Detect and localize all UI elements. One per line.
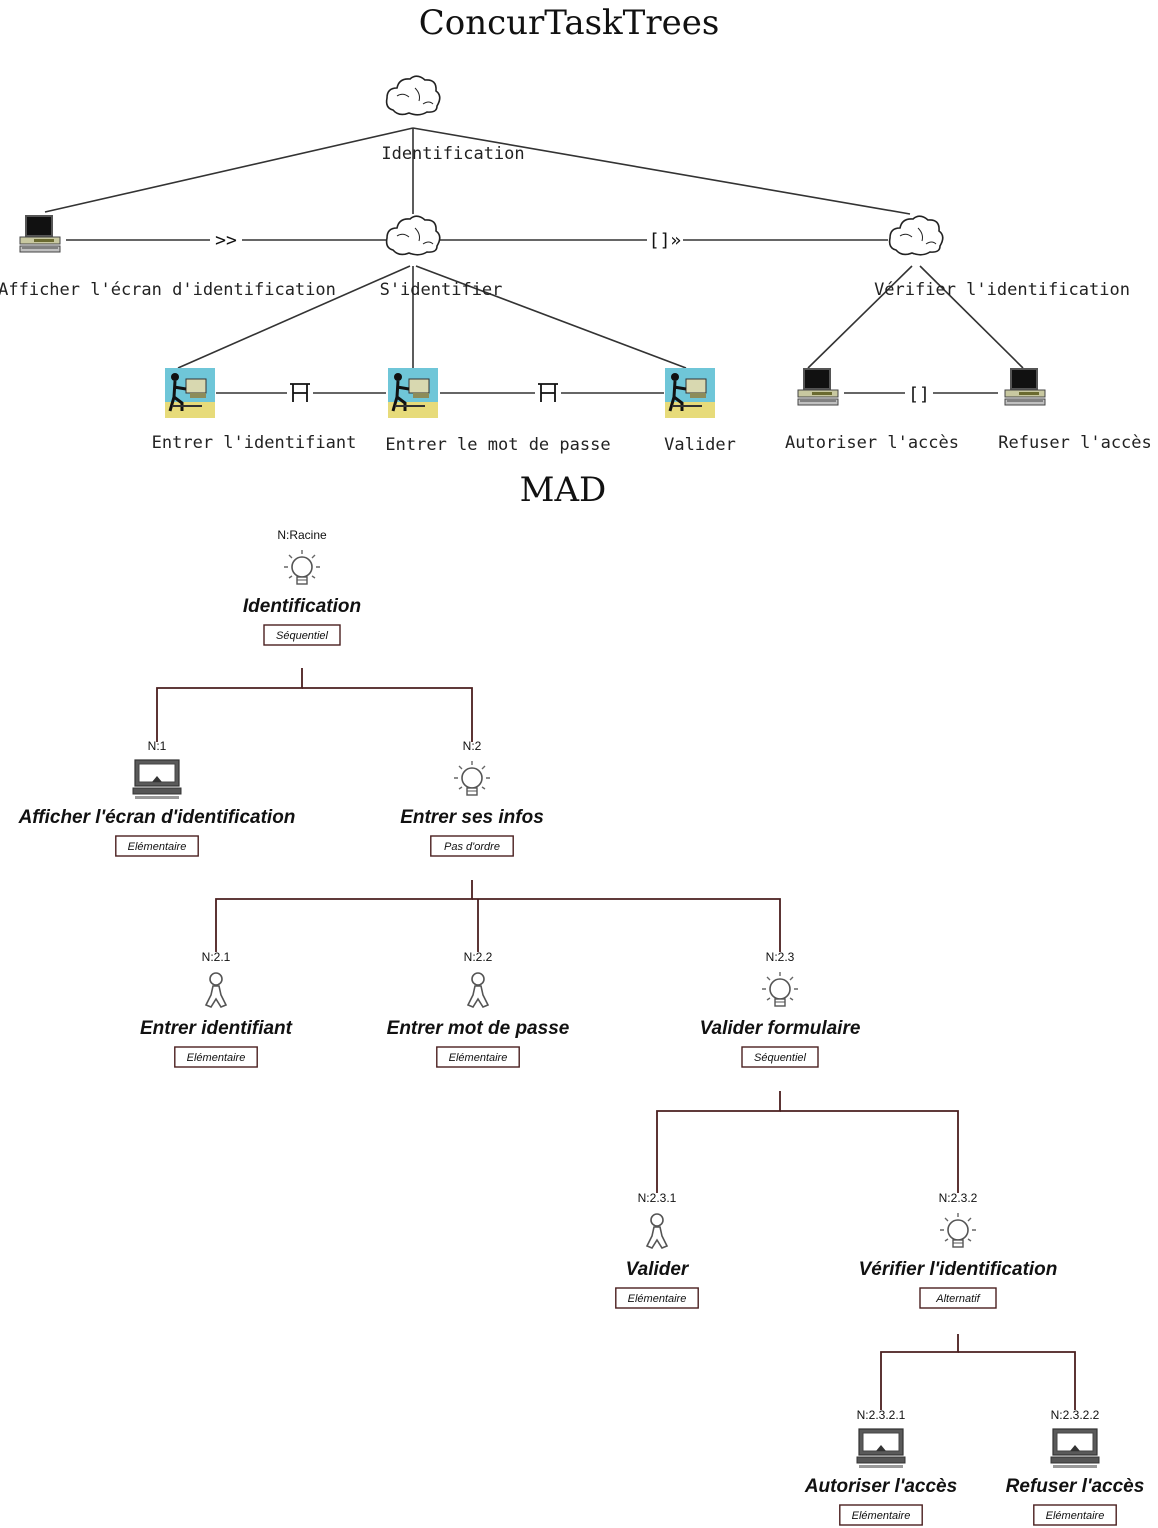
- mad-task-name: Entrer identifiant: [140, 1018, 293, 1039]
- ctt-task-label: Entrer le mot de passe: [385, 435, 610, 455]
- ctt-task-label: Vérifier l'identification: [874, 280, 1130, 300]
- computer-icon: [1004, 368, 1046, 406]
- mad-connector: [958, 1351, 1076, 1410]
- mad-task-type: Elémentaire: [128, 841, 187, 853]
- cloud-icon: [888, 215, 944, 256]
- mad-task-name: Autoriser l'accès: [804, 1476, 957, 1497]
- mad-type-badge: [115, 835, 199, 857]
- user-icon: [205, 972, 227, 1008]
- mad-task-name: Entrer ses infos: [400, 807, 544, 828]
- ctt-task-label: S'identifier: [380, 280, 503, 300]
- mad-connector: [780, 1110, 959, 1193]
- mad-type-badge: [1033, 1504, 1117, 1526]
- mad-task-number: N:2.1: [202, 950, 231, 964]
- mad-type-badge: [263, 624, 341, 646]
- mad-task-name: Afficher l'écran d'identification: [18, 807, 296, 828]
- mad-task-number: N:Racine: [277, 528, 327, 542]
- mad-task-type: Elémentaire: [628, 1293, 687, 1305]
- concurrency-operator-glyph: [538, 383, 558, 402]
- concurrency-operator-icon: [290, 383, 310, 402]
- user-icon: [467, 972, 489, 1008]
- mad-type-badge: [741, 1046, 819, 1068]
- mad-connector: [302, 687, 473, 742]
- ctt-title: ConcurTaskTrees: [419, 3, 720, 43]
- mad-type-badge: [430, 835, 514, 857]
- mad-task-type: Elémentaire: [852, 1510, 911, 1522]
- lightbulb-icon: [283, 549, 321, 585]
- concurrency-operator-glyph: [290, 383, 310, 402]
- mad-task-name: Refuser l'accès: [1006, 1476, 1145, 1497]
- computer-icon: [132, 759, 182, 800]
- ctt-edge: [177, 265, 411, 369]
- user-icon: [646, 1213, 668, 1249]
- user-interaction-icon: [663, 366, 717, 420]
- mad-type-badge: [436, 1046, 520, 1068]
- mad-task-name: Valider: [626, 1259, 690, 1280]
- computer-icon: [19, 215, 61, 253]
- computer-icon: [1050, 1428, 1100, 1469]
- mad-connector: [656, 1091, 781, 1193]
- ctt-operator-bg: [647, 230, 683, 250]
- ctt-edge: [415, 265, 687, 369]
- ctt-operator-symbol: >>: [215, 230, 237, 251]
- ctt-task-label: Identification: [381, 144, 524, 164]
- mad-task-type: Alternatif: [935, 1293, 980, 1305]
- mad-task-number: N:2.3.2: [939, 1191, 978, 1205]
- mad-task-type: Pas d'ordre: [444, 841, 500, 853]
- lightbulb-icon: [761, 971, 799, 1007]
- mad-connector: [472, 898, 781, 952]
- mad-task-number: N:2.3.2.2: [1051, 1408, 1100, 1422]
- mad-task-type: Elémentaire: [1046, 1510, 1105, 1522]
- mad-task-number: N:2.3: [766, 950, 795, 964]
- cloud-icon: [385, 215, 441, 256]
- mad-type-badge: [839, 1504, 923, 1526]
- mad-task-type: Séquentiel: [276, 630, 329, 642]
- mad-task-name: Vérifier l'identification: [859, 1259, 1058, 1280]
- ctt-edge: [44, 127, 414, 213]
- mad-task-number: N:2.2: [464, 950, 493, 964]
- ctt-task-label: Afficher l'écran d'identification: [0, 280, 336, 300]
- ctt-operator-symbol: []: [908, 384, 930, 405]
- ctt-edge: [807, 265, 913, 369]
- mad-title: MAD: [520, 470, 607, 510]
- mad-task-name: Entrer mot de passe: [387, 1018, 570, 1039]
- mad-task-number: N:1: [148, 739, 167, 753]
- mad-task-number: N:2.3.1: [638, 1191, 677, 1205]
- mad-connector: [156, 668, 303, 742]
- user-interaction-icon: [163, 366, 217, 420]
- ctt-edge: [412, 127, 911, 215]
- computer-icon: [797, 368, 839, 406]
- mad-task-name: Valider formulaire: [700, 1018, 861, 1039]
- lightbulb-icon: [939, 1212, 977, 1248]
- mad-type-badge: [174, 1046, 258, 1068]
- mad-task-type: Elémentaire: [187, 1052, 246, 1064]
- mad-type-badge: [919, 1287, 997, 1309]
- ctt-task-label: Autoriser l'accès: [785, 433, 959, 453]
- mad-connector: [215, 880, 473, 952]
- concurrency-operator-icon: [538, 383, 558, 402]
- mad-task-number: N:2.3.2.1: [857, 1408, 906, 1422]
- ctt-operator-bg: [905, 383, 933, 403]
- lightbulb-icon: [453, 760, 491, 796]
- cloud-icon: [385, 75, 441, 116]
- ctt-operator-symbol: []»: [649, 230, 682, 251]
- mad-type-badge: [615, 1287, 699, 1309]
- mad-task-name: Identification: [243, 596, 361, 617]
- mad-connector: [880, 1334, 959, 1410]
- computer-icon: [856, 1428, 906, 1469]
- ctt-task-label: Valider: [664, 435, 736, 455]
- ctt-operator-bg: [210, 230, 242, 250]
- mad-task-type: Séquentiel: [754, 1052, 807, 1064]
- mad-task-number: N:2: [463, 739, 482, 753]
- ctt-task-label: Entrer l'identifiant: [152, 433, 357, 453]
- ctt-edge: [919, 265, 1024, 369]
- mad-task-type: Elémentaire: [449, 1052, 508, 1064]
- user-interaction-icon: [386, 366, 440, 420]
- ctt-task-label: Refuser l'accès: [998, 433, 1152, 453]
